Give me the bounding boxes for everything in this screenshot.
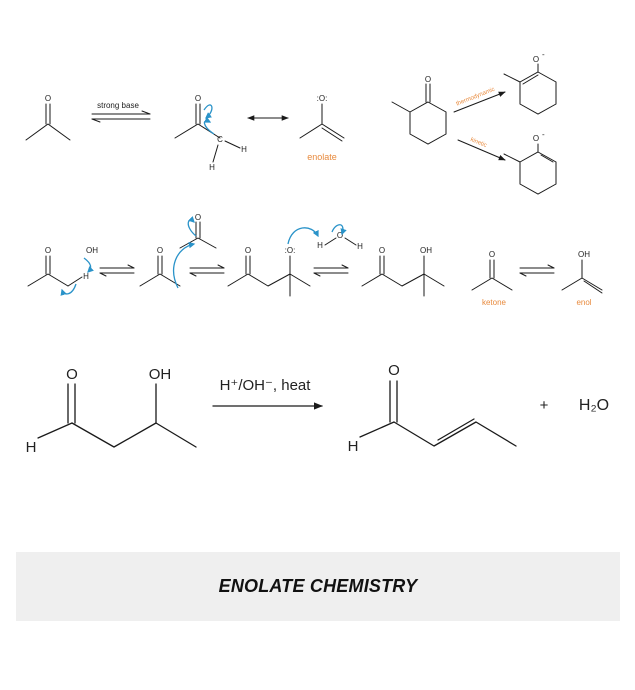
thermodynamic-arrow: thermodynamic <box>453 87 506 113</box>
ketone-structure: O ketone <box>471 250 513 307</box>
svg-text:O: O <box>533 134 539 143</box>
svg-text:O: O <box>45 246 51 255</box>
aldol-product-structure: O OH <box>361 246 445 297</box>
svg-text:OH: OH <box>578 250 590 259</box>
svg-text:H: H <box>209 163 215 172</box>
svg-text:O: O <box>489 250 495 259</box>
tautomer-arrow <box>519 264 555 277</box>
equilibrium-arrow-3 <box>189 264 225 277</box>
acetone-hydroxide-structure: O H OH <box>27 246 98 296</box>
svg-text:O: O <box>245 246 251 255</box>
title-banner: ENOLATE CHEMISTRY <box>16 552 620 621</box>
equilibrium-arrow-strong-base: strong base <box>91 101 151 123</box>
reaction-arrow: H⁺/OH⁻, heat <box>212 377 323 410</box>
svg-text:H: H <box>241 145 247 154</box>
enolate-attack-structure: O O <box>139 213 217 289</box>
crotonaldehyde-structure: O H <box>348 362 517 455</box>
kinetic-arrow: kinetic <box>457 137 506 161</box>
equilibrium-arrow-2 <box>99 264 135 277</box>
plus-sign: + <box>540 397 549 414</box>
enolate-structure: :O: enolate <box>299 94 345 162</box>
svg-text:O: O <box>388 362 400 379</box>
deprotonation-structure: O C H H <box>174 94 247 172</box>
acetone-structure: O <box>25 94 71 141</box>
svg-text:-: - <box>542 130 545 139</box>
svg-text::O:: :O: <box>285 246 296 255</box>
svg-text::O:: :O: <box>317 94 328 103</box>
enol-label: enol <box>576 298 591 307</box>
kinetic-enolate-structure: O - <box>503 130 557 195</box>
hydroxide-label: OH <box>86 246 98 255</box>
svg-text:H: H <box>348 438 359 455</box>
svg-text:OH: OH <box>149 366 172 383</box>
svg-text:-: - <box>542 50 545 59</box>
enol-structure: OH enol <box>561 250 603 307</box>
strong-base-label: strong base <box>97 101 139 110</box>
enolate-label: enolate <box>307 152 337 162</box>
svg-text:O: O <box>533 55 539 64</box>
reaction-scheme: O strong base O C H H :O: enolate <box>25 50 609 456</box>
svg-text:C: C <box>217 135 223 144</box>
thermodynamic-enolate-structure: O - <box>503 50 557 115</box>
svg-text:O: O <box>337 231 343 240</box>
kinetic-label: kinetic <box>469 137 487 149</box>
svg-text:O: O <box>195 213 201 222</box>
svg-text:O: O <box>379 246 385 255</box>
alkoxide-intermediate-structure: O :O: H O H <box>227 224 363 297</box>
water-label: H₂O <box>579 397 609 414</box>
svg-text:O: O <box>425 75 431 84</box>
reaction-conditions: H⁺/OH⁻, heat <box>220 377 312 394</box>
page-title: ENOLATE CHEMISTRY <box>218 576 418 596</box>
svg-text:OH: OH <box>420 246 432 255</box>
svg-text:O: O <box>157 246 163 255</box>
svg-text:H: H <box>317 241 323 250</box>
svg-text:H: H <box>357 242 363 251</box>
svg-text:O: O <box>195 94 201 103</box>
svg-text:O: O <box>66 366 78 383</box>
aldol-reactant-structure: O OH H <box>26 366 197 456</box>
svg-text:H: H <box>26 439 37 456</box>
svg-text:H: H <box>83 272 89 281</box>
thermodynamic-label: thermodynamic <box>455 87 495 108</box>
svg-text:O: O <box>45 94 51 103</box>
equilibrium-arrow-4 <box>313 264 349 277</box>
ketone-label: ketone <box>482 298 507 307</box>
methylcyclohexanone-structure: O <box>391 75 447 145</box>
